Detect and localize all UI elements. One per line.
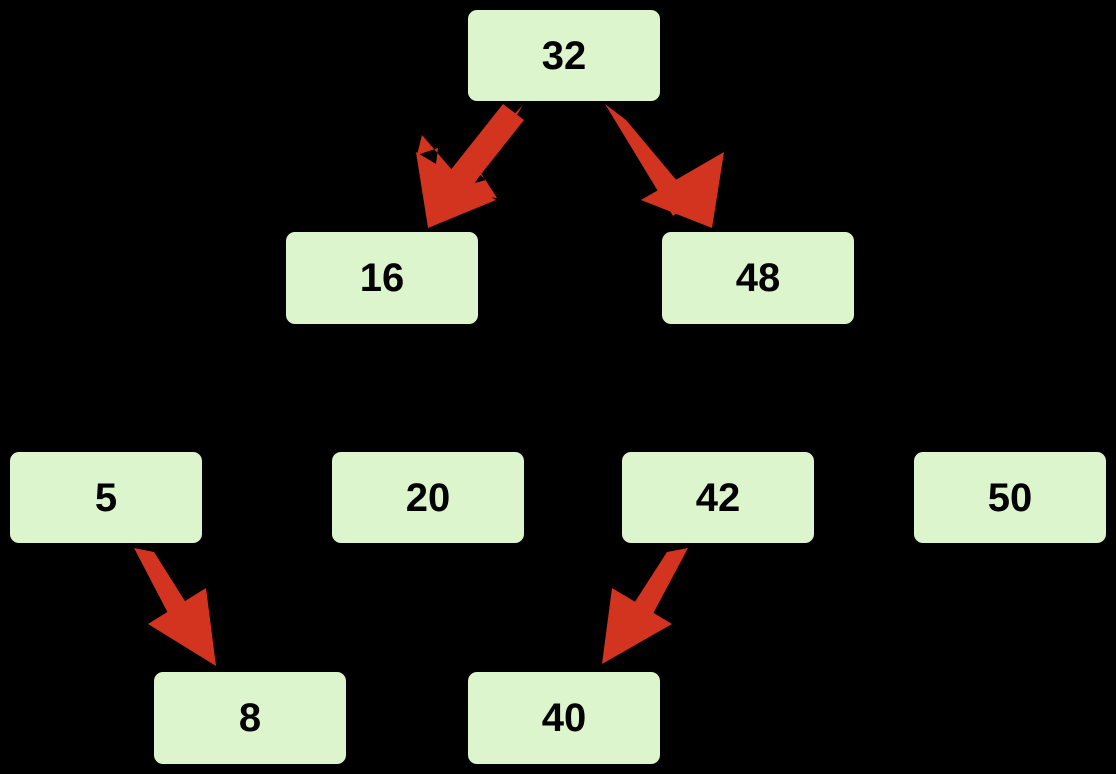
tree-node-label: 32 — [541, 33, 587, 78]
tree-node-label: 50 — [987, 475, 1033, 520]
arrow-5-to-8-shaft — [134, 548, 200, 640]
tree-node-label: 5 — [94, 475, 118, 520]
tree-node-40[interactable]: 40 — [468, 672, 660, 764]
tree-node-label: 20 — [405, 475, 451, 520]
tree-node-label: 16 — [359, 256, 405, 300]
tree-node-32[interactable]: 32 — [468, 10, 660, 101]
tree-node-20[interactable]: 20 — [332, 452, 524, 543]
tree-node-16[interactable]: 16 — [286, 232, 478, 324]
arrow-32-to-16-head — [416, 152, 496, 228]
arrow-32-to-16-shaft — [438, 104, 524, 202]
tree-node-48[interactable]: 48 — [662, 232, 854, 324]
arrow-32-to-48-shaft — [605, 104, 693, 216]
tree-node-50[interactable]: 50 — [914, 452, 1106, 543]
arrow-5-to-8-head — [148, 588, 216, 666]
tree-node-label: 8 — [238, 696, 262, 740]
tree-node-5[interactable]: 5 — [10, 452, 202, 543]
arrow-32-to-48-head — [641, 152, 724, 228]
tree-node-label: 42 — [695, 475, 741, 520]
tree-node-label: 48 — [735, 256, 781, 300]
arrow-42-to-40-shaft — [620, 548, 688, 640]
arrow-32-to-16 — [417, 105, 523, 228]
tree-node-label: 40 — [541, 696, 587, 740]
tree-node-42[interactable]: 42 — [622, 452, 814, 543]
tree-node-8[interactable]: 8 — [154, 672, 346, 764]
arrow-42-to-40-head — [602, 588, 672, 664]
